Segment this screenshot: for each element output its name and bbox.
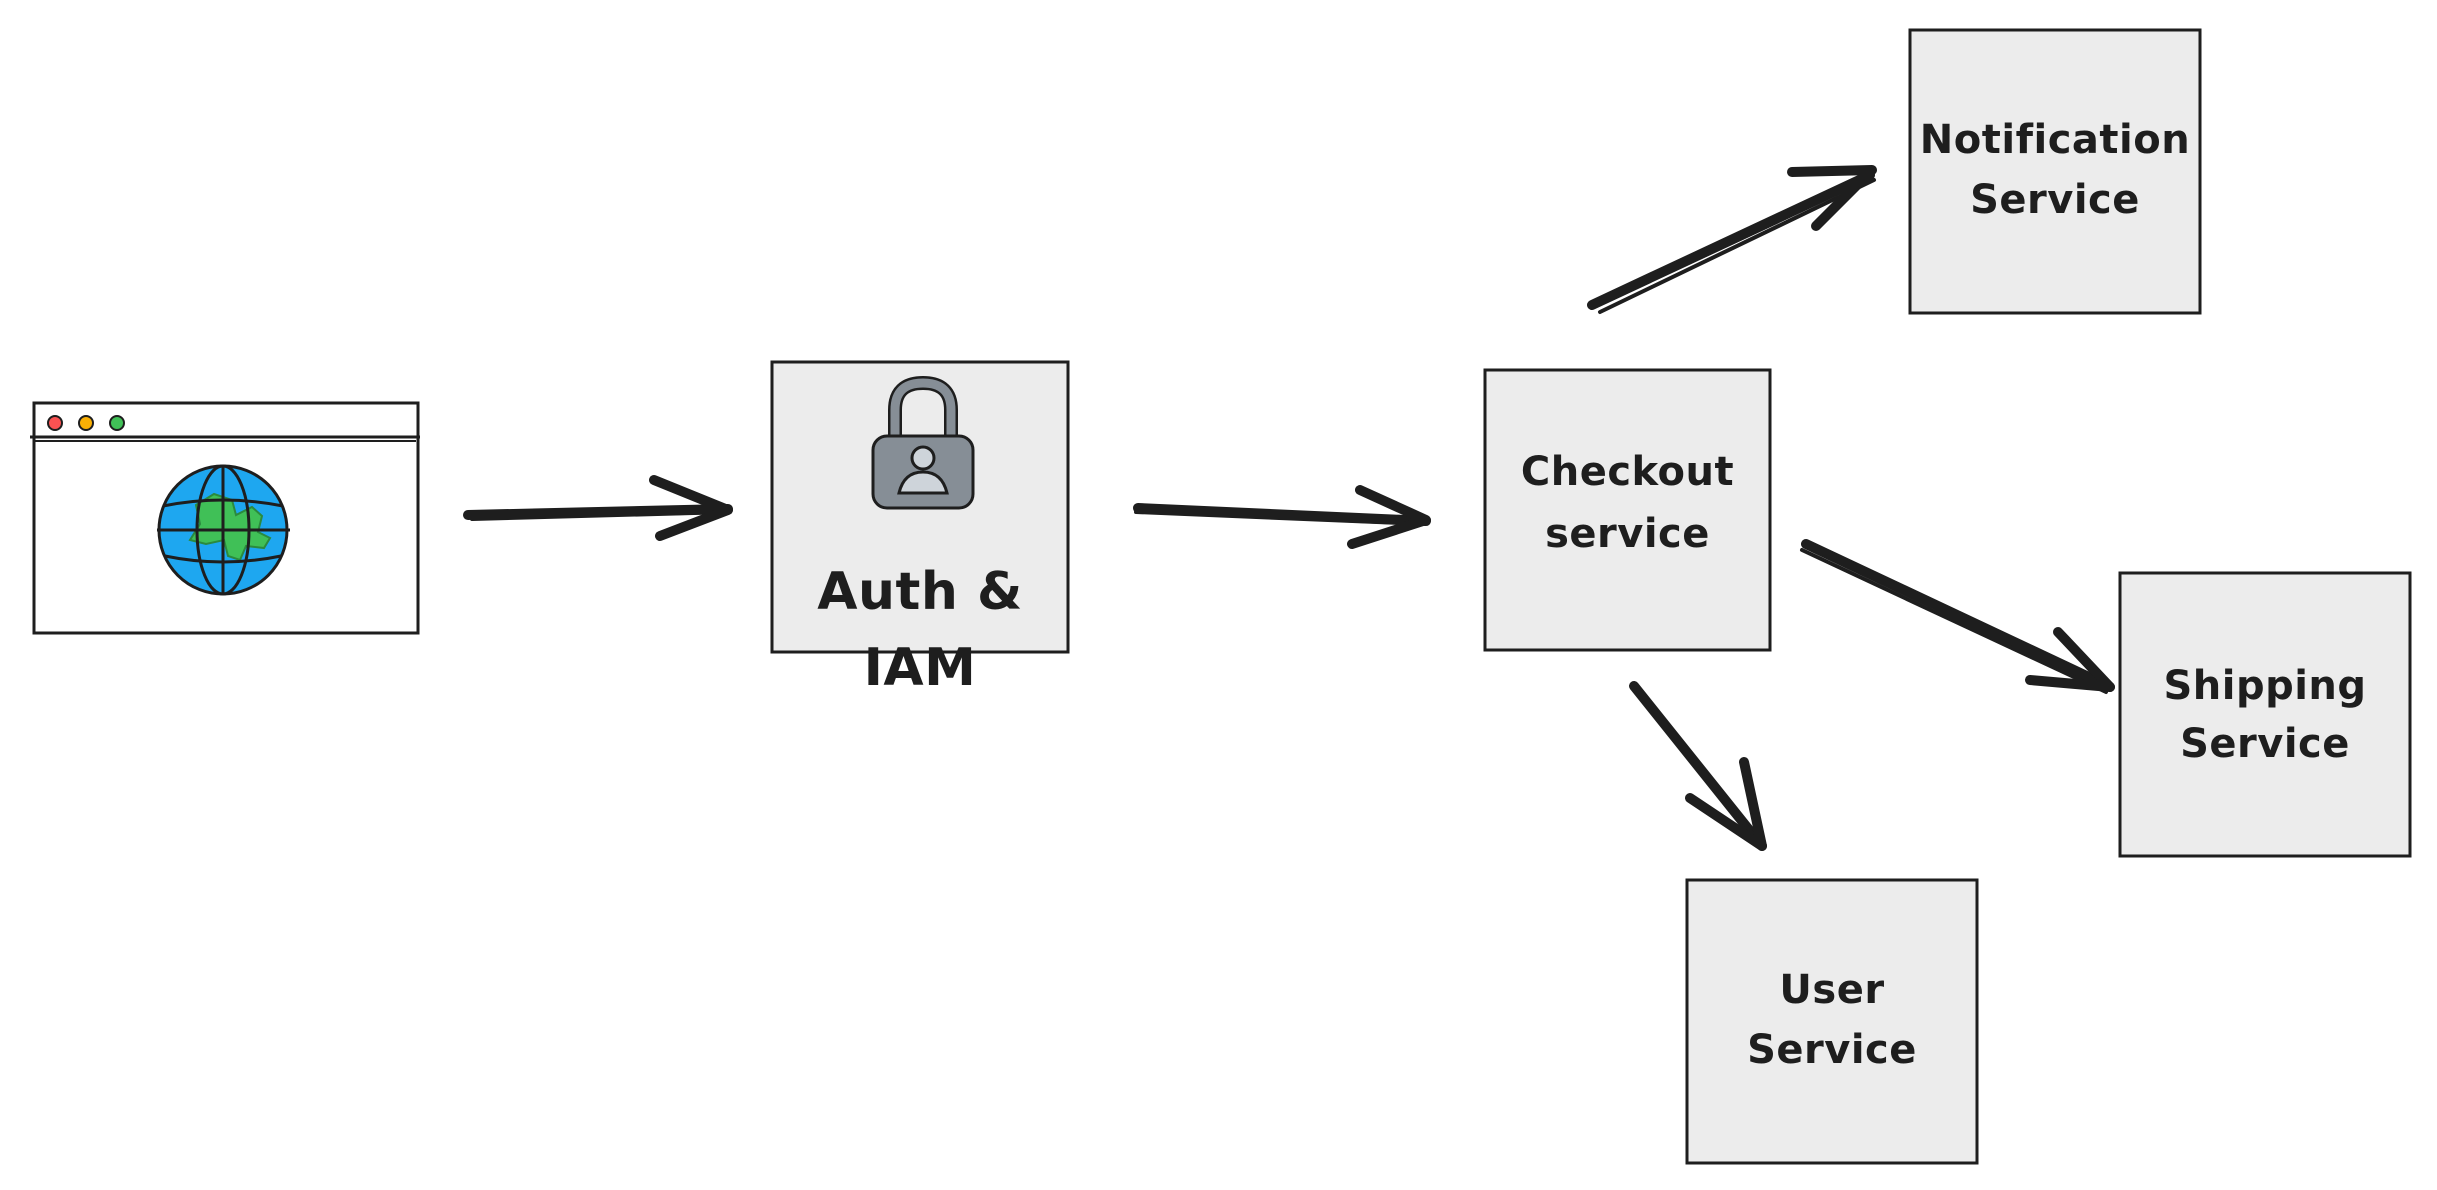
arrow-checkout-to-user	[1629, 681, 1767, 851]
auth-label: Auth & IAM	[772, 495, 1068, 698]
arrow-checkout-to-shipping	[1800, 539, 2115, 694]
user-node	[1685, 878, 1979, 1165]
padlock-user-icon	[871, 375, 975, 510]
auth-label-text: Auth & IAM	[817, 562, 1023, 698]
arrow-auth-to-checkout	[1133, 485, 1431, 549]
arrow-browser-to-auth	[463, 475, 733, 541]
notification-label: Notification Service	[1919, 117, 2191, 223]
notification-node	[1908, 28, 2202, 315]
browser-node	[30, 401, 420, 635]
user-label: User Service	[1747, 967, 1917, 1073]
checkout-label: Checkout service	[1520, 448, 1735, 557]
shipping-node	[2118, 571, 2412, 858]
shipping-label: Shipping Service	[2163, 663, 2367, 767]
globe-icon	[157, 464, 290, 596]
arrow-checkout-to-notification	[1587, 165, 1877, 314]
window-maximize-dot	[109, 415, 125, 431]
auth-node	[770, 360, 1070, 654]
window-minimize-dot	[78, 415, 94, 431]
checkout-node	[1483, 368, 1772, 652]
window-close-dot	[47, 415, 63, 431]
